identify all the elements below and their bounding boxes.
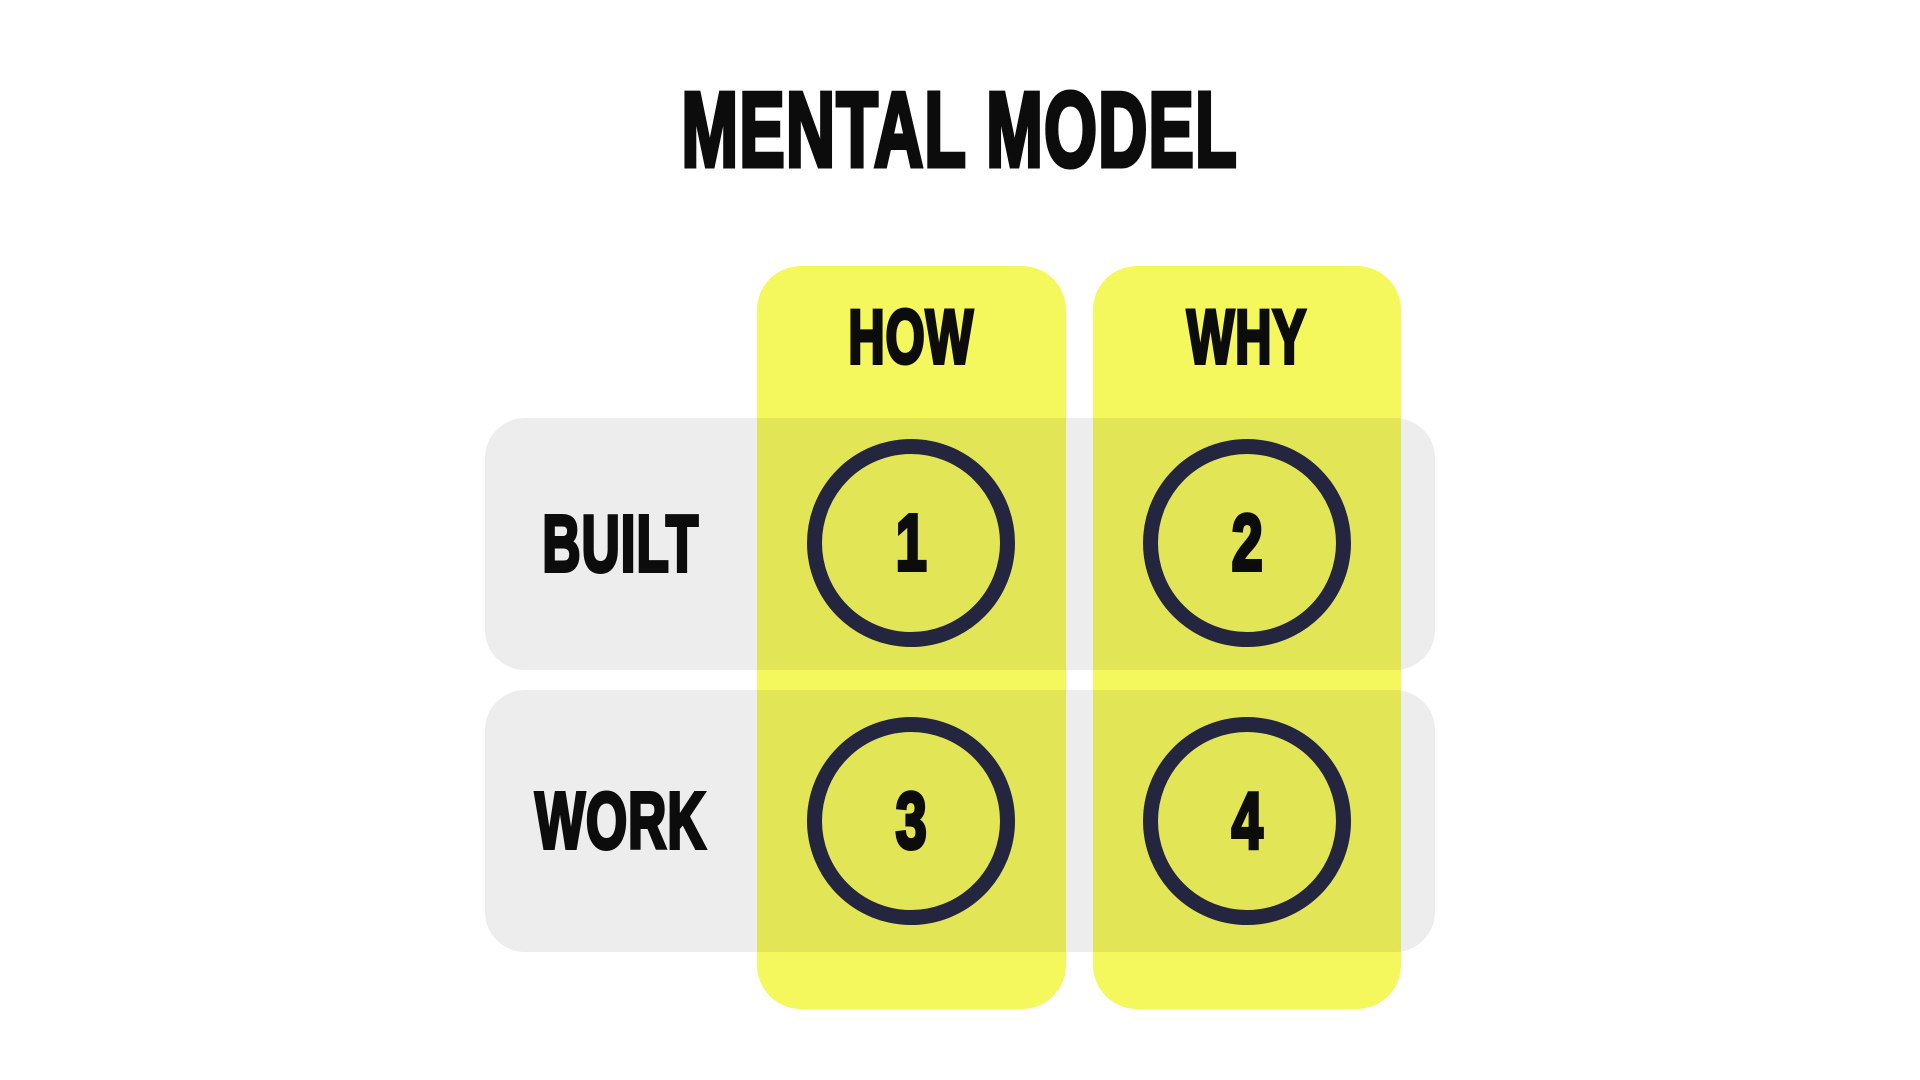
column-header-how-text: HOW [847,293,975,382]
cell-built-why-circle: 2 [1143,439,1351,647]
cell-work-why-number: 4 [1230,774,1264,867]
cell-built-why-number: 2 [1230,496,1264,589]
page-title-text: MENTAL MODEL [680,68,1239,191]
row-header-built-text: BUILT [541,497,700,590]
cell-built-how-circle: 1 [807,439,1015,647]
column-header-how: HOW [757,266,1066,409]
row-header-work-text: WORK [534,774,707,867]
row-header-work: WORK [485,690,757,952]
cell-built-how-number: 1 [894,496,928,589]
cell-work-how-circle: 3 [807,717,1015,925]
cell-work-why-circle: 4 [1143,717,1351,925]
column-header-why-text: WHY [1186,293,1308,382]
cell-work-how-number: 3 [894,774,928,867]
page-title: MENTAL MODEL [0,60,1920,200]
column-header-why: WHY [1093,266,1401,409]
row-header-built: BUILT [485,418,757,670]
